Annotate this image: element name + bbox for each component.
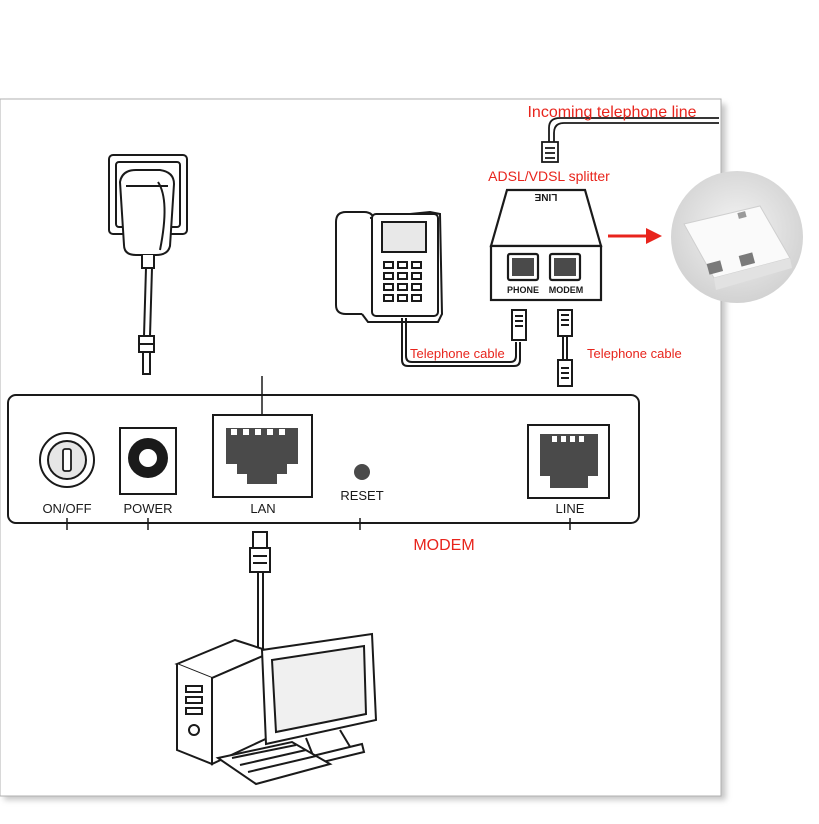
telephone-cable-phone xyxy=(401,309,527,367)
splitter-modem-port-label: MODEM xyxy=(549,285,584,295)
port-label-reset: RESET xyxy=(340,488,383,503)
splitter-line-port-label: LINE xyxy=(534,191,557,202)
port-tick-marks xyxy=(66,518,571,530)
port-label-onoff: ON/OFF xyxy=(42,501,91,516)
telephone-icon xyxy=(335,210,444,323)
modem-label: MODEM xyxy=(413,537,474,554)
telephone-cable-right-label: Telephone cable xyxy=(587,346,682,361)
reset-button xyxy=(354,464,370,480)
lan-port xyxy=(212,414,313,498)
port-label-line: LINE xyxy=(556,501,585,516)
adsl-splitter: LINE PHONE MODEM xyxy=(489,188,603,302)
line-port xyxy=(527,424,610,499)
power-adapter xyxy=(108,154,188,375)
arrow-right-icon xyxy=(608,228,662,244)
incoming-telephone-line xyxy=(541,117,719,163)
incoming-line-label: Incoming telephone line xyxy=(527,104,696,121)
port-label-power: POWER xyxy=(123,501,172,516)
port-label-lan: LAN xyxy=(250,501,275,516)
power-jack xyxy=(119,427,177,495)
splitter-photo xyxy=(671,171,803,303)
splitter-phone-port-label: PHONE xyxy=(507,285,539,295)
telephone-cable-modem xyxy=(557,309,573,387)
computer-icon xyxy=(174,632,378,786)
onoff-switch xyxy=(39,432,95,488)
telephone-cable-left-label: Telephone cable xyxy=(410,346,505,361)
splitter-label: ADSL/VDSL splitter xyxy=(488,168,610,184)
ethernet-cable xyxy=(249,531,271,650)
